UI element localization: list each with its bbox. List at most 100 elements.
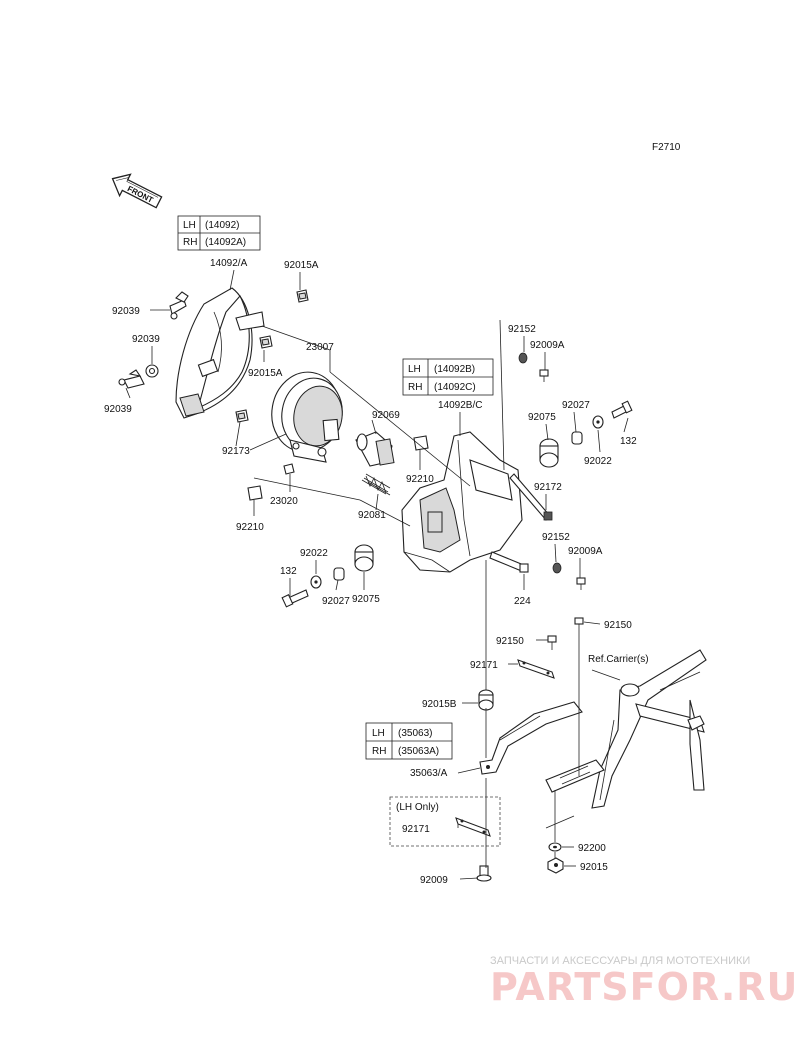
part-label: 14092B/C [438,400,482,411]
nut-92015A-top [296,289,309,303]
part-label: 92210 [236,522,264,533]
nut-92015 [547,857,564,874]
bolt-92009 [476,865,492,882]
part-label: 92039 [104,404,132,415]
collar-92027-right [571,431,583,445]
front-arrow-icon: FRONT [111,173,163,209]
table-side: RH [408,382,422,393]
part-label: 92171 [402,824,430,835]
part-label: 132 [620,436,637,447]
washer-92200 [548,842,562,852]
nut-23020 [283,463,295,475]
side-table-stay: LH (35063) RH (35063A) [365,722,453,760]
side-table-bracket: LH (14092B) RH (14092C) [402,358,494,396]
bolt-92009A-top [539,369,549,382]
washer-92022-left [310,575,322,589]
watermark: ЗАПЧАСТИ И АКСЕССУАРЫ ДЛЯ МОТОТЕХНИКИ PA… [490,955,798,1009]
clip-nut-92210-right [413,435,429,451]
bolt-92150-left [547,635,557,650]
part-label: 92152 [542,532,570,543]
part-label: 132 [280,566,297,577]
washer-92152-bot [552,562,562,574]
part-label: 92015B [422,699,457,710]
damper-92075-right [539,438,559,468]
grommet-92039-mid [145,364,159,378]
part-label: 92022 [584,456,612,467]
part-label: 14092/A [210,258,248,269]
part-label: 92009A [568,546,603,557]
headlight-bracket [401,431,523,573]
table-side: RH [372,746,386,757]
part-label: 92075 [352,594,380,605]
table-part: (14092) [205,220,239,231]
part-label: 92075 [528,412,556,423]
part-label: 92027 [562,400,590,411]
part-label: 92172 [534,482,562,493]
table-part: (14092A) [205,237,246,248]
part-label: 92039 [112,306,140,317]
part-label: 92150 [496,636,524,647]
bolt-132-left [281,589,309,608]
nut-92015A-mid [259,335,273,349]
part-label: 92171 [470,660,498,671]
collar-92027-left [333,567,345,581]
bolt-92150-right [574,617,584,632]
clip-nut-92210-left [247,485,263,501]
table-side: LH [372,728,385,739]
lh-only-label: (LH Only) [396,802,439,813]
part-label: 35063/A [410,768,448,779]
bulb-92069 [355,431,395,467]
part-label: 92022 [300,548,328,559]
watermark-brand: PARTSFOR.RU [490,965,798,1009]
table-side: RH [183,237,197,248]
spring-92081 [361,473,391,496]
clip-92039-bottom [118,369,145,389]
part-label: 92173 [222,446,250,457]
part-label: 23020 [270,496,298,507]
bolt-132-right [611,400,633,419]
grommet-92015B [478,689,494,711]
part-label: 92015 [580,862,608,873]
lh-only-group: (LH Only) [389,796,501,847]
table-part: (14092B) [434,364,475,375]
clip-92039-top [169,291,189,320]
part-label: 92081 [358,510,386,521]
part-label: 92152 [508,324,536,335]
bolt-92009A-bot [576,577,586,590]
table-part: (35063A) [398,746,439,757]
part-labels: 14092/A 92015A 92039 92039 92039 92015A … [104,258,649,886]
headlight-case [175,287,265,419]
headlamp-unit [271,371,343,463]
part-label: 92009 [420,875,448,886]
part-label: 92039 [132,334,160,345]
carrier-reference [545,649,707,809]
part-label: 92069 [372,410,400,421]
washer-92022-right [592,415,604,429]
bolt-92172 [509,473,553,521]
part-label: 92150 [604,620,632,631]
side-table-lamp-case: LH (14092) RH (14092A) [177,215,261,251]
table-side: LH [183,220,196,231]
watermark-tagline: ЗАПЧАСТИ И АКСЕССУАРЫ ДЛЯ МОТОТЕХНИКИ [490,955,750,967]
table-side: LH [408,364,421,375]
plate-92171-bottom [455,817,491,837]
leader-lines [125,269,629,880]
table-part: (14092C) [434,382,476,393]
part-label: 92015A [248,368,283,379]
plate-92171-top [517,659,555,679]
part-label: 224 [514,596,531,607]
table-part: (35063) [398,728,432,739]
washer-92152-top [518,352,528,364]
part-label: 92015A [284,260,319,271]
damper-92075-left [354,544,374,572]
bolt-224 [489,551,529,573]
part-label: 92210 [406,474,434,485]
part-label: 92200 [578,843,606,854]
part-label: 92009A [530,340,565,351]
part-label: 23007 [306,342,334,353]
nut-92173 [235,409,249,423]
ref-carrier-label: Ref.Carrier(s) [588,654,649,665]
stay-35063 [479,701,583,775]
part-label: 92027 [322,596,350,607]
